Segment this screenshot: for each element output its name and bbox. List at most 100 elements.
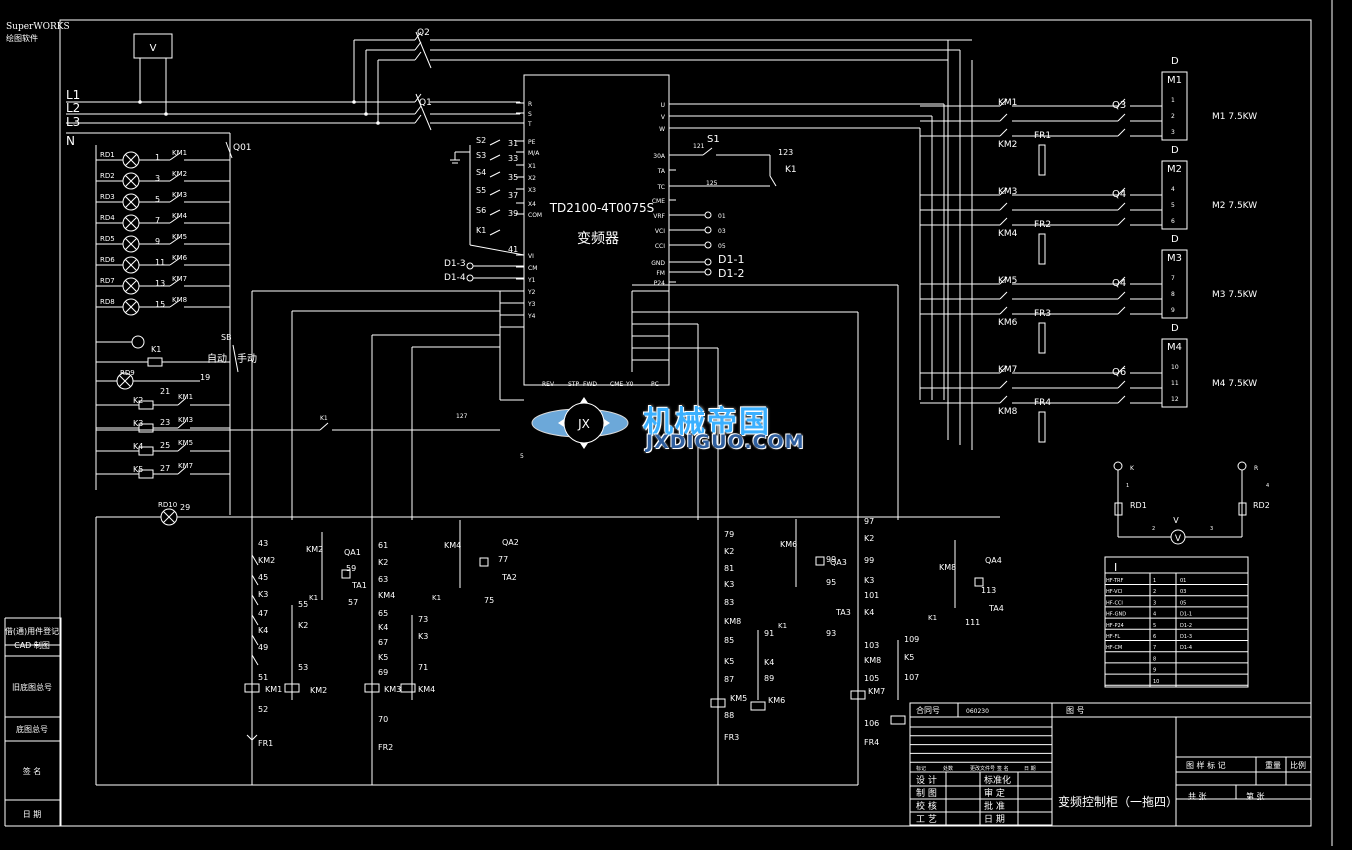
col11-label: K5	[904, 653, 914, 662]
tb-role: 审 定	[984, 787, 1005, 799]
bus-label-L1: L1	[66, 88, 80, 102]
k1-label: K1	[151, 345, 161, 354]
lamp-RD10-x	[163, 511, 175, 523]
qa3: 95	[826, 578, 836, 587]
q-contact	[1117, 276, 1126, 285]
km-contact	[999, 395, 1008, 404]
q2-pole	[414, 51, 422, 61]
motor-term: 2	[1171, 113, 1175, 120]
col5-label: 73	[418, 615, 428, 624]
qa4: 111	[965, 618, 980, 627]
col2-label: 53	[298, 663, 308, 672]
rd2-label: RD2	[1253, 501, 1270, 510]
col7-label: 81	[724, 564, 734, 573]
io-cell: HF-GND	[1106, 612, 1126, 618]
test-label: 01	[718, 213, 726, 220]
inv-right-pin: W	[659, 126, 665, 133]
q-contact	[1117, 202, 1126, 211]
inv-right-pin: CME	[652, 198, 665, 205]
coil-label-KM6: KM6	[768, 696, 785, 705]
d1-3-label: D1-3	[444, 259, 466, 269]
nc-contact	[251, 594, 259, 606]
coil-label-KM4: KM4	[418, 685, 435, 694]
inv-left-pin: COM	[528, 212, 542, 219]
col4-label: KM4	[378, 591, 395, 600]
s1-num: 123	[778, 148, 793, 157]
col8-label: 89	[764, 674, 774, 683]
inv-left-num: 41	[508, 245, 518, 254]
motor-desc: M1 7.5KW	[1212, 112, 1257, 122]
inv-left-num: 35	[508, 173, 518, 182]
col10-label: 105	[864, 674, 879, 683]
test-terminal	[704, 258, 712, 266]
coil-KM3	[364, 683, 380, 693]
d1-2-label: D1-2	[718, 267, 744, 280]
coil-label-KM3: KM3	[384, 685, 401, 694]
bus-label-L3: L3	[66, 115, 80, 129]
qa3: 99	[826, 555, 836, 564]
motor-desc: M3 7.5KW	[1212, 290, 1257, 300]
col4-label: K2	[378, 558, 388, 567]
k-contact	[177, 466, 187, 475]
inv-left-pin: Y2	[527, 289, 536, 296]
io-cell: 5	[1153, 623, 1156, 629]
col7-label: 85	[724, 636, 734, 645]
lamp-RD3-x	[125, 196, 137, 208]
motor-km-b: KM6	[998, 318, 1018, 328]
km-contact	[999, 276, 1008, 285]
col4-label: 69	[378, 668, 388, 677]
inv-switch	[489, 171, 501, 178]
weight-label: 重量	[1265, 760, 1281, 770]
strip-label: 旧底图总号	[12, 682, 52, 692]
rd9-label: RD9	[120, 369, 135, 377]
inv-switch	[489, 139, 501, 146]
contract-label: 合同号	[916, 705, 940, 715]
lamp-RD1-x	[125, 154, 137, 166]
col7-label: 87	[724, 675, 734, 684]
q-contact	[1117, 128, 1126, 137]
tb-head: 签 名	[997, 765, 1009, 772]
lamp-contact	[169, 299, 181, 308]
strip-label: 借(通)用件登记	[5, 626, 59, 636]
n21-label: 21	[160, 387, 170, 396]
col10-label: KM8	[864, 656, 881, 665]
inv-bottom-pin: FWD	[583, 381, 597, 388]
col4-label: 61	[378, 541, 388, 550]
inv-right-pin: V	[661, 114, 666, 121]
coil-label-KM7: KM7	[868, 687, 885, 696]
io-cell: 10	[1153, 679, 1159, 685]
lamp-num: 7	[155, 216, 160, 225]
junction-dot	[376, 121, 380, 125]
km-contact	[999, 217, 1008, 226]
motor-id: M1	[1167, 75, 1182, 86]
km-contact	[999, 365, 1008, 374]
motor-desc: M2 7.5KW	[1212, 201, 1257, 211]
inv-right-pin: CCI	[655, 243, 665, 250]
k-label: K5	[133, 465, 143, 474]
io-cell: D1-3	[1180, 634, 1192, 640]
sb-contact	[232, 344, 239, 373]
inv-left-pin: CM	[528, 265, 537, 272]
voltmeter-label: V	[150, 43, 157, 54]
col7-label: K3	[724, 580, 734, 589]
strip-label: 底图总号	[16, 724, 48, 734]
col7-label: 88	[724, 711, 734, 720]
contract-no: 060230	[966, 708, 989, 715]
io-table-head: I	[1114, 561, 1117, 574]
d1-4-label: D1-4	[444, 273, 466, 283]
motor-d-label: D	[1171, 234, 1179, 245]
col7-label: 79	[724, 530, 734, 539]
io-cell: HF-TRF	[1106, 578, 1124, 584]
v-label: V	[1173, 516, 1179, 525]
coil-KM5	[710, 698, 726, 708]
watermark-url: JXDIGUO.COM	[646, 431, 805, 453]
col4-label: K4	[378, 623, 388, 632]
k-num: 25	[160, 441, 170, 450]
qa2: KM4	[444, 541, 461, 550]
sheet-label: 第 张	[1246, 791, 1265, 801]
motor-d-label: D	[1171, 56, 1179, 67]
col11-label: 107	[904, 673, 919, 682]
col11-label: 109	[904, 635, 919, 644]
thermal-relay	[1038, 411, 1046, 443]
col1-label: 49	[258, 643, 268, 652]
